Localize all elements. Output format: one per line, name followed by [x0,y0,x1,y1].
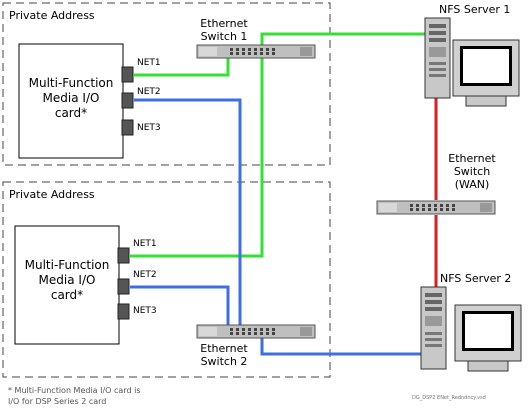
nfs-server-1-label: NFS Server 1 [439,3,511,16]
media-io-card-1-label: Multi-Function Media I/O card* [19,76,123,121]
wan-switch-line-2: Switch [453,165,491,178]
ethernet-switch-2-label: Ethernet Switch 2 [186,342,262,368]
card-1-line-3: card* [54,106,88,120]
ethernet-switch-1-label: Ethernet Switch 1 [186,17,262,43]
blue-link-switch2-server2 [260,338,425,356]
card-1-line-1: Multi-Function [28,76,114,90]
switch-2-line-2: Switch 2 [200,355,248,368]
nfs-server-2-label: NFS Server 2 [440,272,512,285]
wan-switch-line-3: (WAN) [454,178,490,191]
card-2-ports [117,247,130,320]
media-io-card-2-label: Multi-Function Media I/O card* [15,258,119,303]
region-1-label: Private Address [9,9,95,22]
card-2-line-3: card* [50,288,84,302]
footnote-line-1: * Multi-Function Media I/O card is [8,386,141,395]
switch-1-line-1: Ethernet [200,17,248,30]
ethernet-switch-1-icon [196,44,316,59]
blue-link-card1-switch2 [134,98,242,325]
switch-1-line-2: Switch 1 [200,30,248,43]
file-name-label: DG_DSP2 ENet_Redndncy.vsd [412,395,486,401]
private-address-region-1 [2,2,331,166]
card-2-port-net3: NET3 [133,306,157,316]
ethernet-switch-wan-icon [376,200,496,215]
card-2-port-net2: NET2 [133,270,157,280]
card-1-port-net3: NET3 [137,123,161,133]
private-address-region-2 [2,181,331,378]
card-1-port-net1: NET1 [137,58,161,68]
nfs-server-1-icon [424,17,520,107]
green-link-card2-switch1 [130,58,264,258]
footnote-line-2: I/O for DSP Series 2 card [8,397,107,406]
green-link-switch1-server1 [260,32,425,45]
footnote: * Multi-Function Media I/O card is I/O f… [8,385,188,407]
card-1-ports [121,66,134,136]
green-link-card1-switch1 [134,58,230,77]
card-2-port-net1: NET1 [133,239,157,249]
blue-link-card2-switch2 [130,285,230,325]
ethernet-switch-2-icon [196,324,316,339]
wan-switch-line-1: Ethernet [448,152,496,165]
region-2-label: Private Address [9,188,95,201]
ethernet-switch-wan-label: Ethernet Switch (WAN) [437,152,507,191]
switch-2-line-1: Ethernet [200,342,248,355]
card-2-line-2: Media I/O [38,273,96,287]
card-1-port-net2: NET2 [137,87,161,97]
nfs-server-2-icon [420,286,522,372]
card-1-line-2: Media I/O [42,91,100,105]
card-2-line-1: Multi-Function [24,258,110,272]
media-io-card-2-box [14,225,120,345]
